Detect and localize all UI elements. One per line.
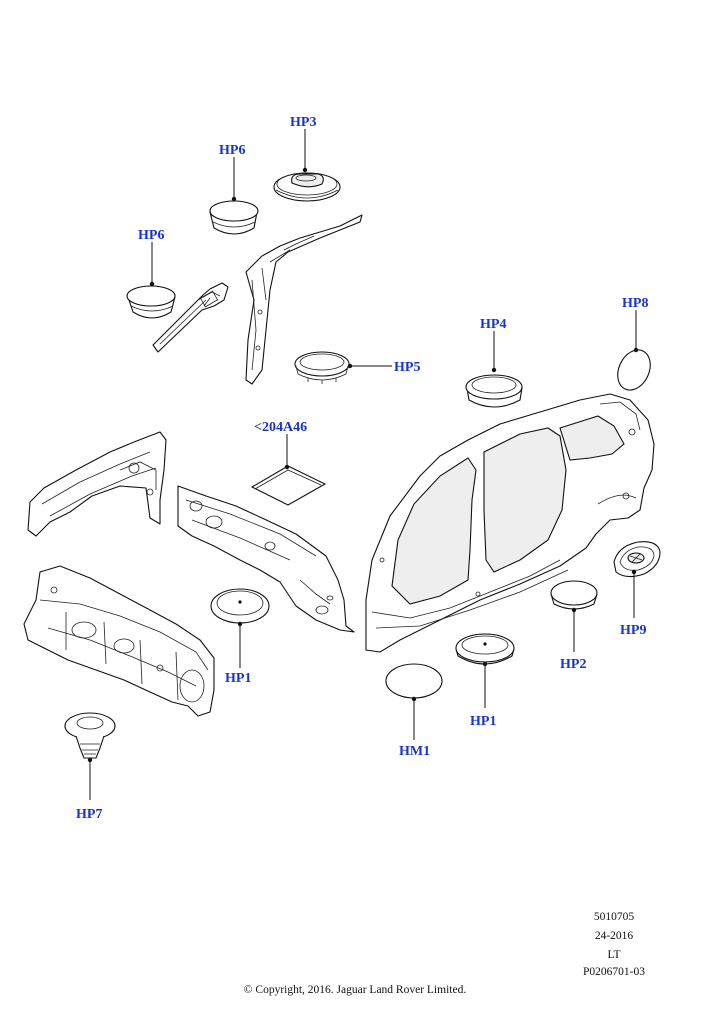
hp1-left-label: HP1 xyxy=(225,671,251,686)
bulkhead-panel xyxy=(177,485,355,633)
hp1-left-leader xyxy=(237,621,243,668)
footer-lang: LT xyxy=(608,949,621,961)
hp7-label: HP7 xyxy=(76,807,102,822)
hp4-plug xyxy=(465,374,523,408)
hp9-plug xyxy=(613,541,661,578)
hm1-leader xyxy=(411,696,417,740)
hp6-left-label: HP6 xyxy=(138,228,164,243)
hm1-patch xyxy=(385,663,443,699)
footer-date: 24-2016 xyxy=(595,930,634,942)
front-wheelhouse xyxy=(27,431,167,537)
hp3-plug xyxy=(273,172,341,202)
front-end-carrier xyxy=(23,565,215,717)
sound-pad xyxy=(250,465,327,506)
hp9-label: HP9 xyxy=(620,623,646,638)
hp8-leader xyxy=(633,310,639,353)
hp1-left-plug xyxy=(210,588,270,624)
hp5-label: HP5 xyxy=(394,360,420,375)
hp8-disc xyxy=(617,349,651,391)
hp7-fastener xyxy=(64,712,116,759)
hp1-right-leader xyxy=(482,661,488,708)
hp1-right-plug xyxy=(455,633,515,665)
hp5-leader xyxy=(347,363,392,369)
pillar-bracket xyxy=(152,282,229,353)
copyright: © Copyright, 2016. Jaguar Land Rover Lim… xyxy=(244,984,467,996)
footer-ref: P0206701-03 xyxy=(583,966,645,978)
hp6-left-plug xyxy=(126,285,176,319)
hp8-label: HP8 xyxy=(622,296,648,311)
hp6-top-plug xyxy=(209,200,259,235)
hm1-label: HM1 xyxy=(399,744,430,759)
body-side xyxy=(365,393,655,653)
ref-label: <204A46 xyxy=(254,420,307,435)
hp9-leader xyxy=(631,569,637,618)
hp4-label: HP4 xyxy=(480,317,506,332)
hp7-leader xyxy=(87,757,93,800)
hp1-right-label: HP1 xyxy=(470,714,496,729)
hp6-left-leader xyxy=(149,242,155,287)
hp2-leader xyxy=(571,607,577,652)
hp6-top-leader xyxy=(231,157,237,202)
hp3-leader xyxy=(302,129,308,173)
hp6-top-label: HP6 xyxy=(219,143,245,158)
hp3-label: HP3 xyxy=(290,115,316,130)
hp2-plug xyxy=(550,580,598,610)
a-pillar-rail xyxy=(245,214,363,385)
hp2-label: HP2 xyxy=(560,657,586,672)
hp5-ring xyxy=(294,351,350,384)
hp4-leader xyxy=(491,331,497,373)
footer-code: 5010705 xyxy=(594,911,635,923)
ref-leader xyxy=(284,434,290,470)
